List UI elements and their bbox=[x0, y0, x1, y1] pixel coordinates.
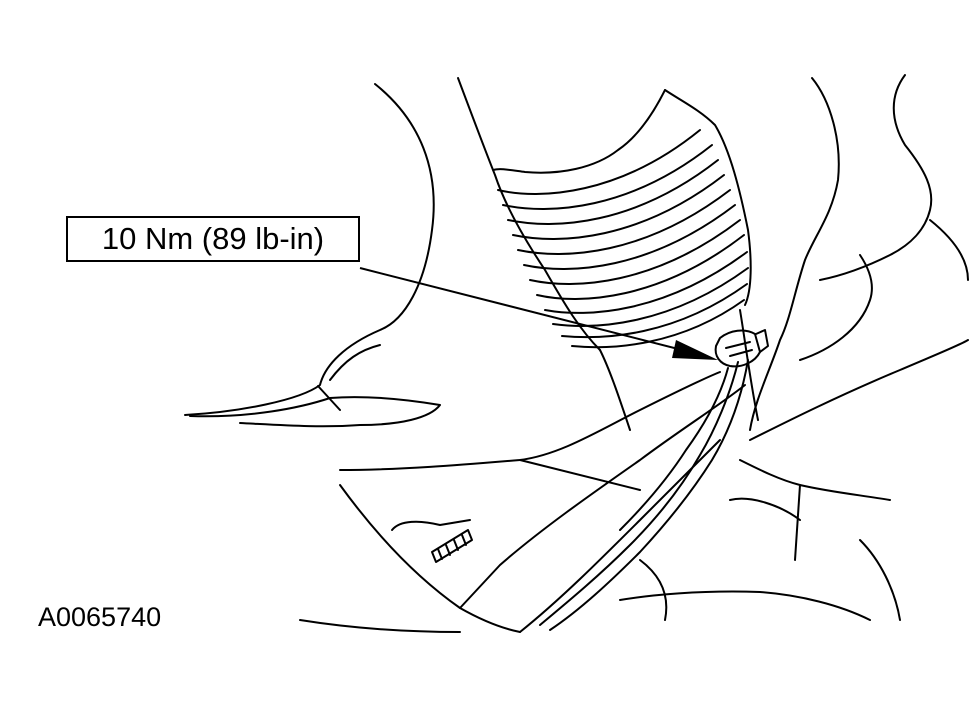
boot-left-edge bbox=[457, 77, 601, 351]
arm-face bbox=[459, 384, 746, 609]
housing-flange bbox=[317, 344, 381, 411]
wire-harness-1 bbox=[539, 361, 739, 626]
housing-inner-curve bbox=[189, 396, 441, 428]
boot-right-edge bbox=[664, 89, 752, 306]
wheel-housing bbox=[184, 83, 435, 416]
torque-label: 10 Nm (89 lb-in) bbox=[101, 221, 325, 256]
shaft-left bbox=[599, 349, 631, 431]
arm-upper-edge bbox=[339, 371, 721, 471]
arm-bottom bbox=[519, 439, 721, 633]
right-lower-panel bbox=[749, 339, 969, 441]
boot-top bbox=[492, 89, 666, 174]
figure-id: A0065740 bbox=[38, 602, 162, 632]
right-body-outline bbox=[749, 77, 840, 431]
arrowhead bbox=[672, 340, 718, 360]
arm-lower-edge bbox=[339, 484, 521, 633]
wire-harness-2 bbox=[549, 359, 749, 631]
right-fold bbox=[799, 219, 969, 361]
right-bracket bbox=[729, 459, 891, 561]
stud-bolt bbox=[391, 519, 473, 563]
lower-right-panel bbox=[639, 539, 901, 621]
boot-bellows bbox=[497, 129, 749, 349]
sensor-connector bbox=[714, 329, 769, 368]
wire-harness-3 bbox=[619, 367, 729, 531]
right-body-curve bbox=[819, 74, 933, 281]
floor-line bbox=[299, 590, 871, 633]
callout-leader bbox=[359, 267, 718, 360]
torque-callout: 10 Nm (89 lb-in) bbox=[66, 216, 360, 262]
